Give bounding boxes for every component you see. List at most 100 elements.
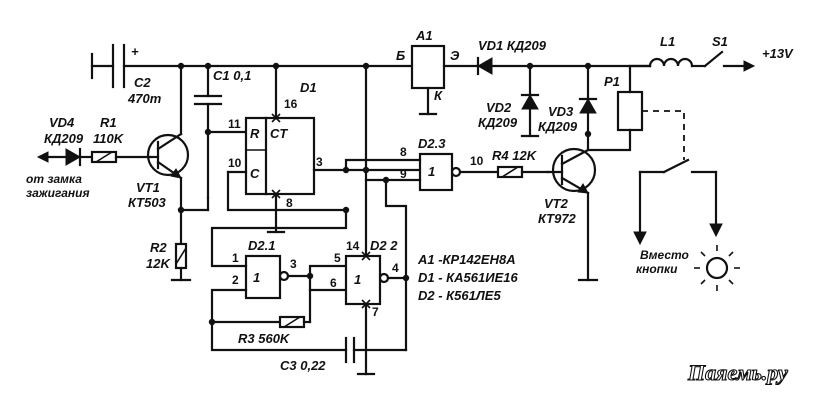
c1-capacitor — [193, 64, 223, 200]
d1-r-label: R — [250, 126, 260, 141]
d1-counter — [244, 116, 316, 196]
d2-1-pin-3: 3 — [290, 257, 297, 271]
a1-regulator — [410, 44, 446, 116]
d2-2-label: D2 2 — [370, 238, 398, 253]
r2-value: 12K — [146, 256, 171, 271]
r4-label: R4 12K — [492, 148, 538, 163]
d2-1-in2-wire — [210, 288, 248, 324]
vd4-diode — [65, 147, 94, 167]
a1-label: A1 — [415, 28, 433, 43]
d2-2-output-wire — [386, 276, 408, 352]
d2-2-pin-7: 7 — [372, 305, 379, 319]
d2-2-one: 1 — [354, 272, 361, 287]
junction-dot — [204, 128, 212, 136]
d2-2-feedback-wire — [384, 178, 408, 280]
c3-label: C3 0,22 — [280, 358, 326, 373]
lamp-note-line1: Вместо — [640, 248, 689, 262]
s1-label: S1 — [712, 34, 728, 49]
d2-2-in6-wire — [308, 274, 348, 292]
vd4-name: VD4 — [49, 115, 75, 130]
d1-pin-3: 3 — [316, 155, 323, 169]
vd3-name: VD3 — [548, 104, 574, 119]
vd4-type: КД209 — [44, 131, 84, 146]
parts-a1: A1 -КР142ЕН8А — [417, 252, 516, 267]
r1-name: R1 — [100, 115, 117, 130]
relay-contact — [633, 158, 723, 246]
d2-1-output-wire — [286, 264, 348, 278]
d2-2-gate — [344, 254, 390, 306]
d1-pin-10: 10 — [228, 156, 242, 170]
vt1-transistor — [146, 64, 190, 246]
c3-left-wire — [210, 320, 348, 352]
input-label-line2: зажигания — [26, 186, 90, 200]
parts-d2: D2 - К561ЛЕ5 — [418, 288, 501, 303]
relay-link — [642, 110, 685, 160]
d2-2-pin-14: 14 — [346, 239, 360, 253]
junction-dot — [584, 130, 592, 138]
parts-d1: D1 - КА561ИЕ16 — [418, 270, 518, 285]
r1-value: 110K — [93, 131, 125, 146]
a1-b-label: Б — [396, 48, 405, 63]
d1-clock-loop — [226, 170, 348, 212]
d2-2-pin-6: 6 — [330, 276, 337, 290]
vt2-name: VT2 — [544, 196, 569, 211]
c1-label: C1 0,1 — [213, 68, 251, 83]
c2-name: C2 — [134, 75, 151, 90]
l1-inductor — [648, 57, 707, 68]
p1-label: P1 — [604, 74, 620, 89]
d2-3-pin-8: 8 — [400, 145, 407, 159]
d1-pin-16: 16 — [284, 97, 298, 111]
d1-label: D1 — [300, 80, 317, 95]
vt1-name: VT1 — [136, 180, 160, 195]
vd1-label: VD1 КД209 — [478, 38, 547, 53]
d2-1-pin-1: 1 — [232, 251, 239, 265]
a1-k-label: К — [434, 88, 443, 103]
vd2-name: VD2 — [486, 100, 512, 115]
supply-label: +13V — [762, 46, 794, 61]
vt2-transistor — [546, 147, 599, 282]
d1-ct-label: CT — [270, 126, 288, 141]
d2-2-pin-5: 5 — [334, 251, 341, 265]
d2-1-in1-wire — [210, 208, 348, 268]
c2-plus-sign: + — [131, 44, 139, 59]
junction-dot — [382, 176, 390, 184]
input-terminal — [36, 151, 68, 163]
vd3-diode — [578, 64, 598, 152]
input-label-line1: от замка — [26, 172, 82, 186]
c2-value: 470m — [127, 91, 162, 106]
watermark: Паяемь.ру — [687, 360, 788, 385]
d2-3-pin-9: 9 — [400, 167, 407, 181]
d2-2-pin-4: 4 — [392, 261, 399, 275]
s1-switch — [703, 50, 756, 72]
r1-resistor — [90, 150, 152, 164]
c3-capacitor — [344, 336, 408, 364]
a1-e-label: Э — [450, 48, 460, 63]
vd2-type: КД209 — [478, 115, 518, 130]
d1-c-label: C — [250, 166, 260, 181]
r2-name: R2 — [150, 240, 167, 255]
lamp-icon — [694, 245, 740, 291]
d2-1-gate — [244, 254, 290, 300]
r2-resistor — [170, 242, 192, 282]
d2-1-one: 1 — [253, 270, 260, 285]
d2-3-label: D2.3 — [418, 136, 446, 151]
l1-label: L1 — [660, 34, 675, 49]
r3-resistor — [278, 288, 312, 329]
vt1-type: КТ503 — [128, 195, 167, 210]
lamp-note-line2: кнопки — [636, 262, 678, 276]
d2-3-in8-wire — [344, 158, 422, 172]
vd1-diode — [476, 56, 652, 76]
d1-pin-8: 8 — [286, 196, 293, 210]
d2-3-one: 1 — [428, 164, 435, 179]
vd3-type: КД209 — [538, 119, 578, 134]
d1-pin-11: 11 — [228, 117, 241, 131]
d2-3-pin-10: 10 — [470, 154, 484, 168]
r4-resistor — [496, 165, 550, 179]
vt2-type: КТ972 — [538, 211, 577, 226]
d2-3-gate — [418, 152, 462, 192]
c2-capacitor — [90, 43, 126, 89]
r3-label: R3 560K — [238, 331, 291, 346]
d2-1-label: D2.1 — [248, 238, 275, 253]
d2-1-pin-2: 2 — [232, 273, 239, 287]
